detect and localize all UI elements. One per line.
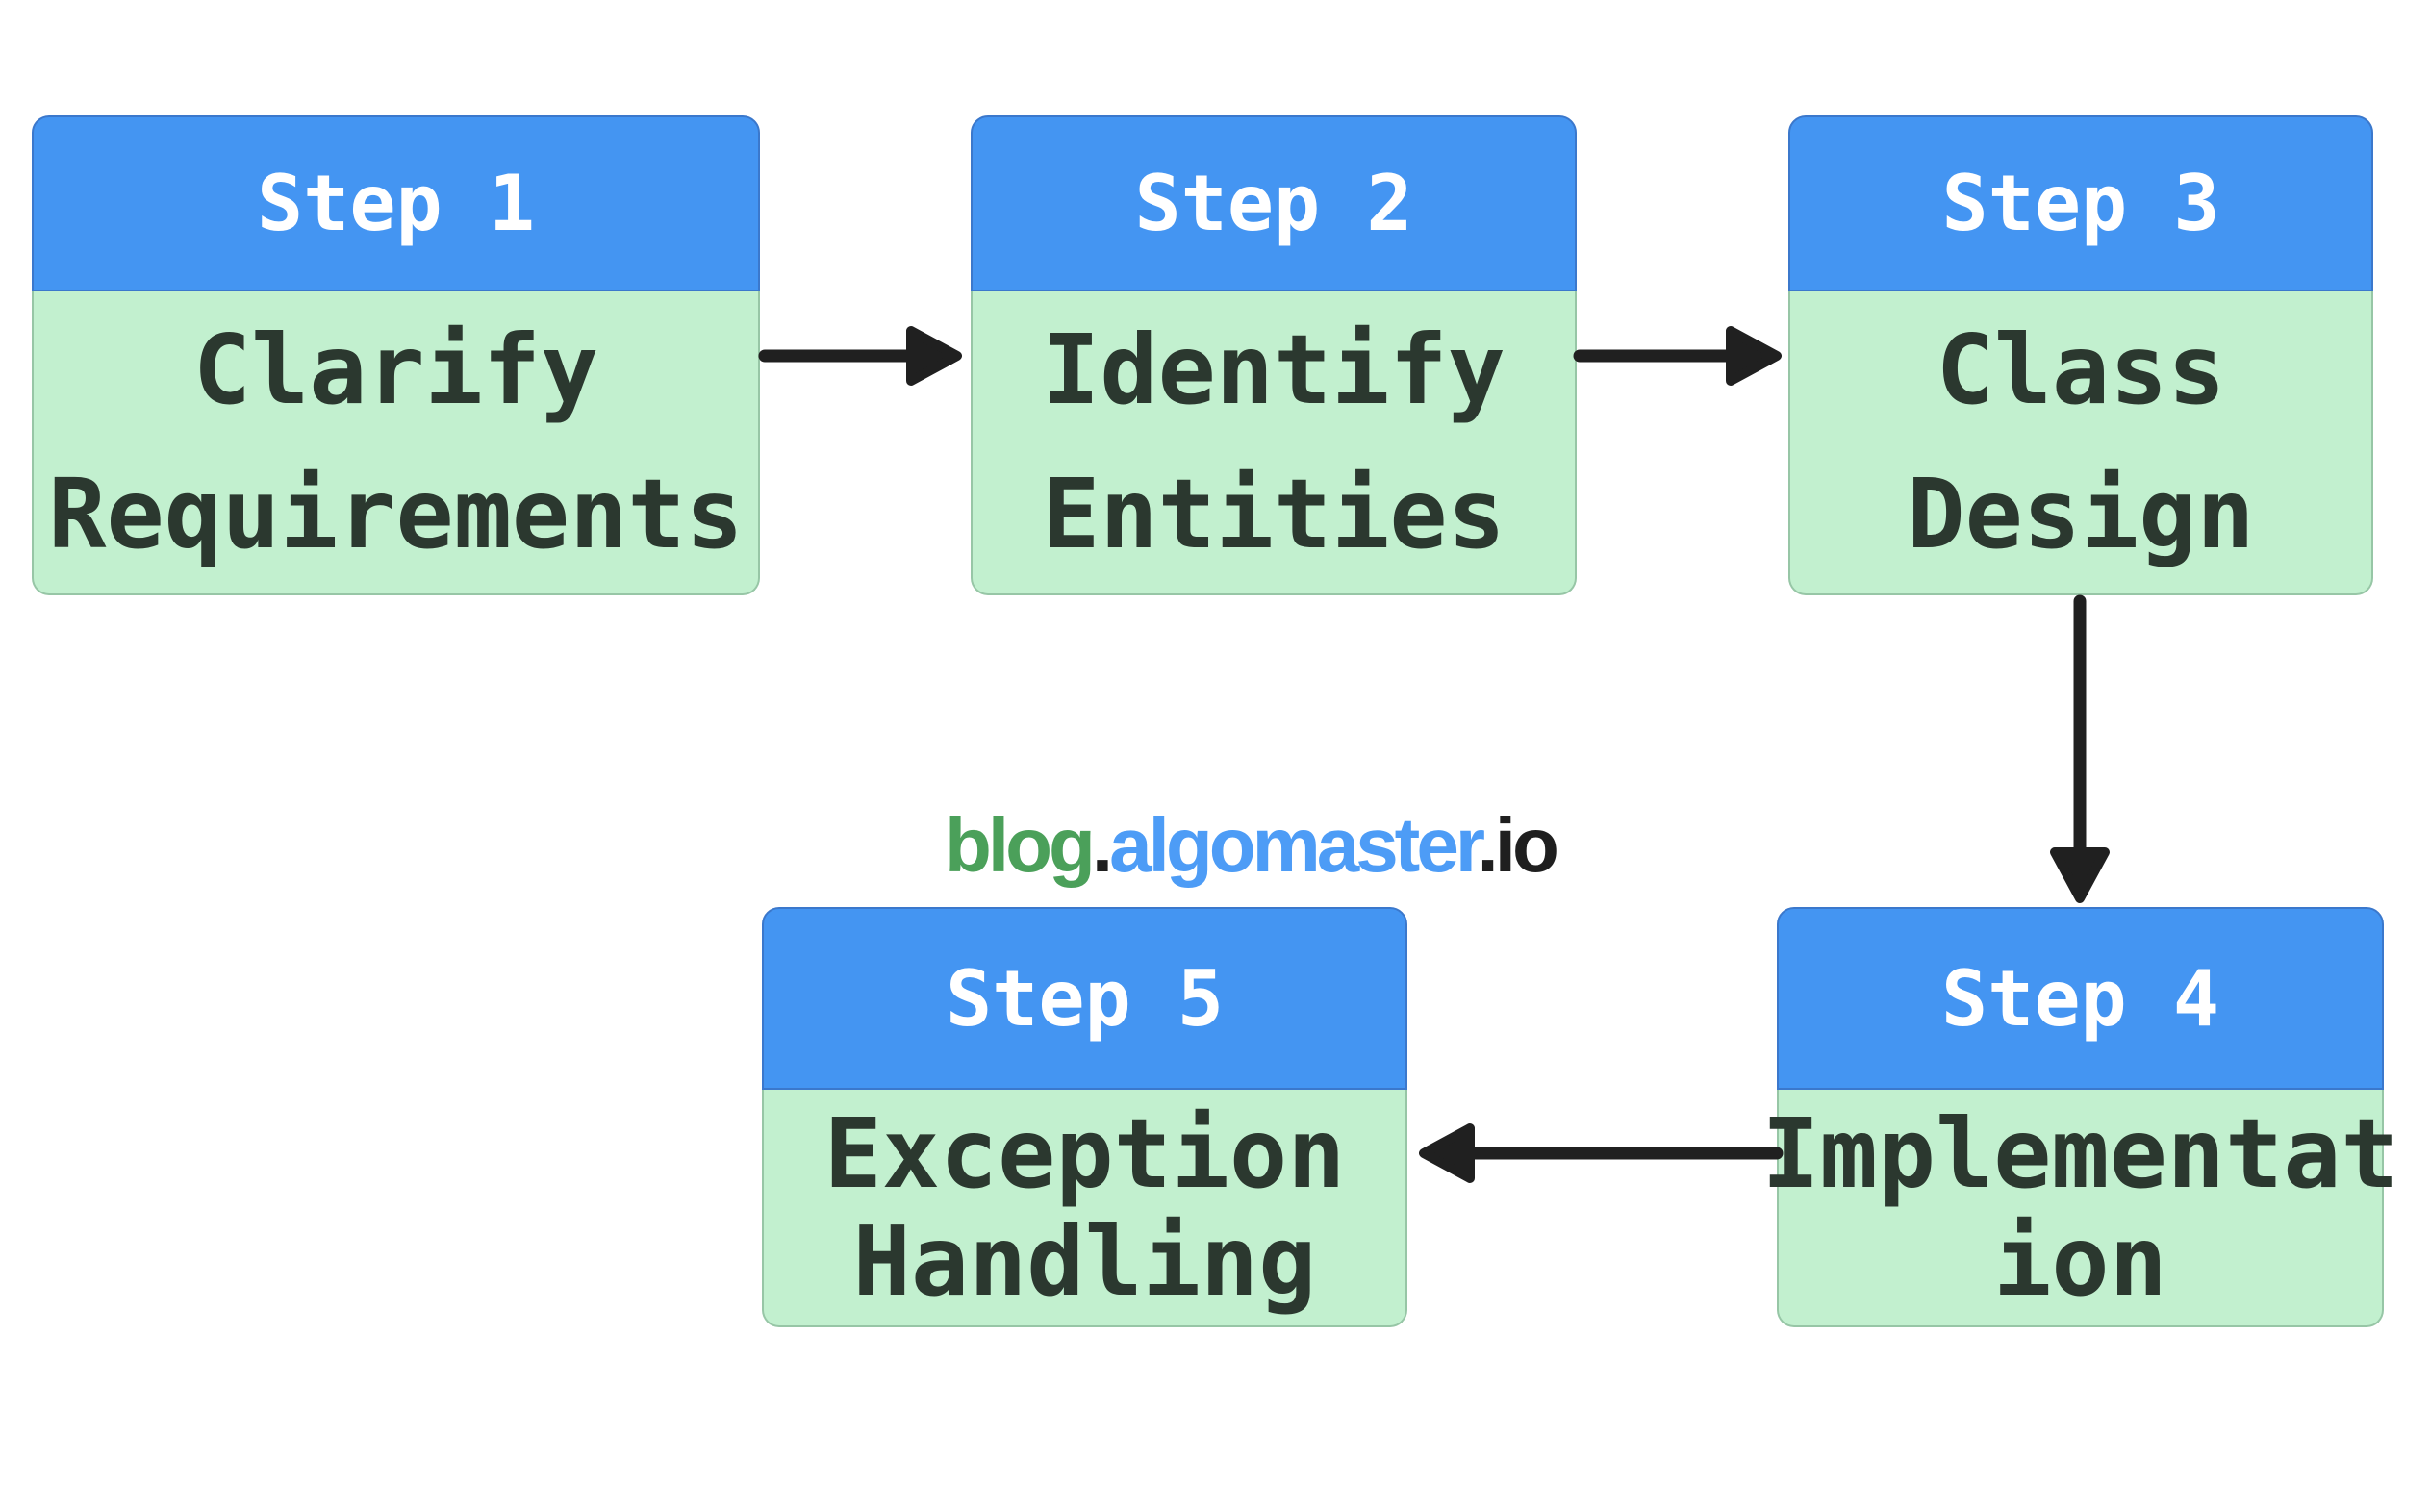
step-3-label-line: Class [1936,314,2226,426]
step-3-body: Class Design [1788,291,2373,595]
arrow-step3-to-step4-icon [2050,594,2110,903]
step-1-label-line: Clarify [192,314,599,426]
step-5-label-line: Handling [852,1204,1317,1318]
step-4-label-line: ion [1993,1204,2167,1318]
step-4-title: Step 4 [1941,953,2219,1044]
step-4-header: Step 4 [1777,907,2384,1090]
watermark-segment-dot: . [1477,802,1499,888]
step-4-card: Step 4 Implementat ion [1761,907,2399,1327]
step-2-header: Step 2 [971,115,1577,291]
watermark-segment-blog: blog [945,802,1096,888]
step-5-card: Step 5 Exception Handling [762,907,1407,1327]
step-3-title: Step 3 [1941,159,2220,248]
step-3-header: Step 3 [1788,115,2373,291]
step-2-title: Step 2 [1134,159,1413,248]
step-2-label-line: Entities [1042,458,1506,570]
watermark-blog-algomaster-io: blog.algomaster.io [874,713,1559,978]
watermark-segment-algomaster: algomaster [1109,802,1481,888]
step-3-card: Step 3 Class Design [1788,115,2373,595]
step-5-header: Step 5 [762,907,1407,1090]
step-1-card: Step 1 Clarify Requirements [32,115,760,595]
arrow-step4-to-step5-icon [1419,1123,1784,1183]
step-2-label-line: Identify [1042,314,1506,426]
step-3-label-line: Design [1907,458,2255,570]
watermark-segment-dot: . [1091,802,1113,888]
step-1-header: Step 1 [32,115,760,291]
step-5-title: Step 5 [946,953,1224,1044]
step-2-card: Step 2 Identify Entities [971,115,1577,595]
arrow-step1-to-step2-icon [758,326,962,386]
step-5-body: Exception Handling [762,1090,1407,1327]
step-4-label-line: Implementat [1761,1096,2399,1210]
watermark-segment-io: io [1494,802,1559,888]
step-2-body: Identify Entities [971,291,1577,595]
step-5-label-line: Exception [823,1096,1346,1210]
arrow-step2-to-step3-icon [1573,326,1782,386]
step-1-body: Clarify Requirements [32,291,760,595]
step-1-title: Step 1 [257,159,535,248]
step-4-body: Implementat ion [1761,1090,2399,1327]
step-1-label-line: Requirements [48,458,744,570]
